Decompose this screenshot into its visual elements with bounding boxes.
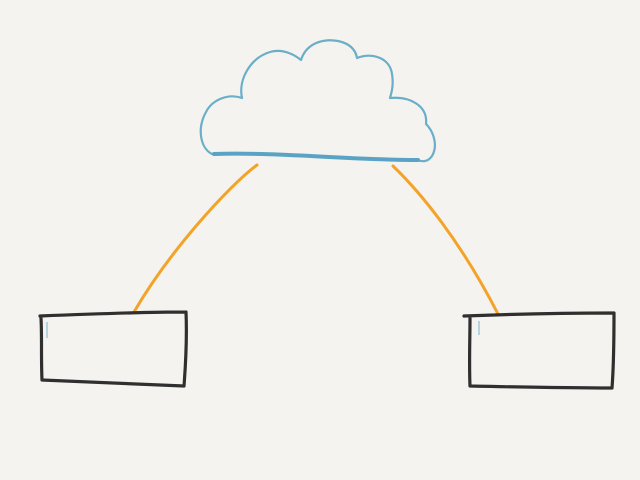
connector-cloud-to-right-box[interactable] (391, 164, 500, 316)
right-box-node[interactable] (462, 311, 616, 390)
right-box-outline (462, 311, 616, 390)
connector-cloud-to-left-box[interactable] (132, 163, 259, 314)
left-box-outline (38, 310, 188, 388)
cloud-base (212, 151, 420, 162)
cloud-node[interactable] (199, 39, 436, 163)
left-box-node[interactable] (38, 310, 188, 388)
cloud-outline (199, 39, 436, 163)
